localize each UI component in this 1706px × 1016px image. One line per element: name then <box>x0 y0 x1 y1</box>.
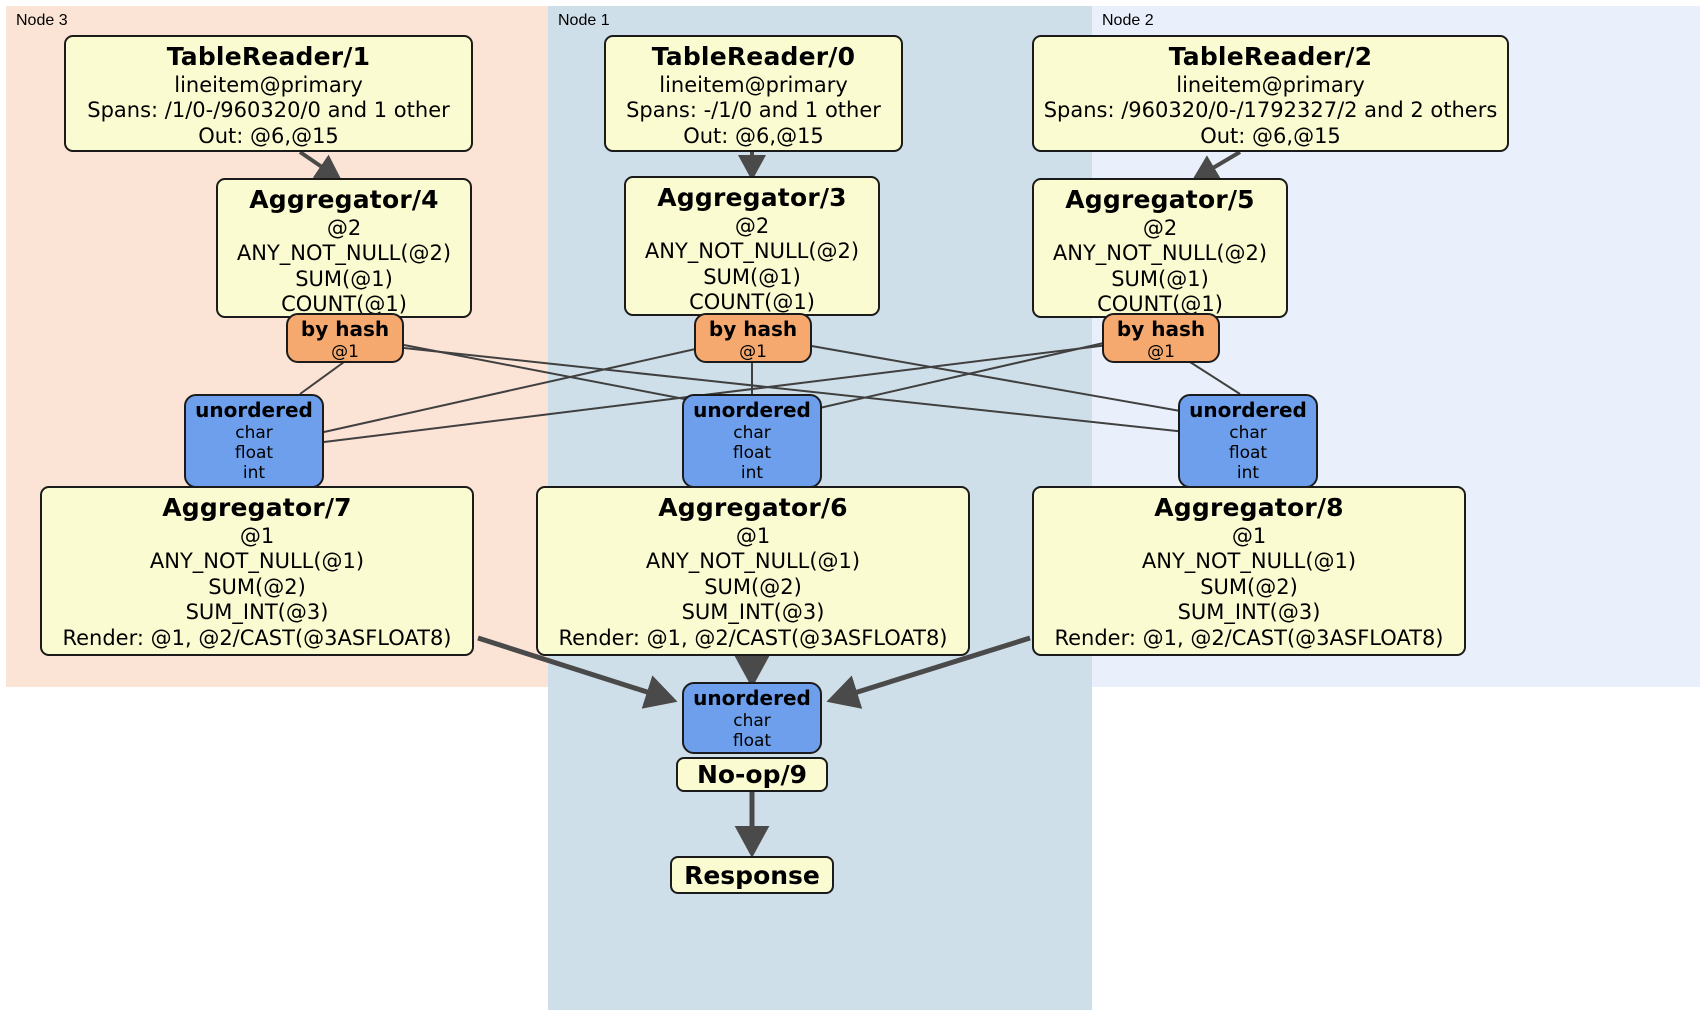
router-line: char <box>235 422 273 443</box>
processor-aggregator-4[interactable]: Aggregator/4 @2 ANY_NOT_NULL(@2) SUM(@1)… <box>216 178 472 318</box>
router-title: by hash <box>1116 317 1206 341</box>
processor-line: ANY_NOT_NULL(@1) <box>1141 549 1357 574</box>
router-line: @1 <box>739 341 767 362</box>
processor-title: TableReader/1 <box>166 42 371 71</box>
router-title: unordered <box>195 398 313 422</box>
processor-line: lineitem@primary <box>1176 72 1365 97</box>
router-line: @1 <box>1147 341 1175 362</box>
processor-aggregator-7[interactable]: Aggregator/7 @1 ANY_NOT_NULL(@1) SUM(@2)… <box>40 486 474 656</box>
router-line: float <box>234 442 274 463</box>
processor-line: @2 <box>326 215 362 240</box>
processor-noop-9[interactable]: No-op/9 <box>676 757 828 792</box>
processor-tablereader-0[interactable]: TableReader/0 lineitem@primary Spans: -/… <box>604 35 903 152</box>
router-line: char <box>733 710 771 731</box>
node-panel-label-node3: Node 3 <box>16 12 68 29</box>
processor-line: Render: @1, @2/CAST(@3ASFLOAT8) <box>62 625 452 650</box>
processor-line: SUM(@1) <box>295 266 393 291</box>
router-title: unordered <box>693 686 811 710</box>
processor-title: Response <box>684 860 820 890</box>
processor-title: Aggregator/7 <box>162 493 352 522</box>
router-line: float <box>732 730 772 751</box>
router-line: float <box>732 442 772 463</box>
router-line: char <box>733 422 771 443</box>
router-unordered-middle[interactable]: unordered char float int <box>682 394 822 488</box>
router-by-hash-middle[interactable]: by hash @1 <box>694 313 812 363</box>
node-panel-label-node2: Node 2 <box>1102 12 1154 29</box>
processor-line: SUM(@2) <box>704 574 802 599</box>
router-by-hash-left[interactable]: by hash @1 <box>286 313 404 363</box>
router-unordered-left[interactable]: unordered char float int <box>184 394 324 488</box>
processor-line: @1 <box>735 523 771 548</box>
processor-line: SUM(@1) <box>1111 266 1209 291</box>
processor-line: ANY_NOT_NULL(@2) <box>644 239 860 264</box>
processor-line: COUNT(@1) <box>1097 292 1223 317</box>
router-unordered-final[interactable]: unordered char float <box>682 682 822 754</box>
node-panel-label-node1: Node 1 <box>558 12 610 29</box>
processor-line: COUNT(@1) <box>689 290 815 315</box>
processor-line: @2 <box>1142 215 1178 240</box>
processor-aggregator-8[interactable]: Aggregator/8 @1 ANY_NOT_NULL(@1) SUM(@2)… <box>1032 486 1466 656</box>
processor-line: ANY_NOT_NULL(@1) <box>645 549 861 574</box>
router-line: int <box>1236 462 1260 483</box>
processor-line: Out: @6,@15 <box>198 123 339 148</box>
processor-line: ANY_NOT_NULL(@2) <box>1052 241 1268 266</box>
router-title: by hash <box>708 317 798 341</box>
processor-line: SUM_INT(@3) <box>185 600 329 625</box>
processor-line: @1 <box>239 523 275 548</box>
processor-title: TableReader/0 <box>651 42 856 71</box>
processor-response[interactable]: Response <box>670 856 834 894</box>
processor-line: @2 <box>734 213 770 238</box>
processor-tablereader-1[interactable]: TableReader/1 lineitem@primary Spans: /1… <box>64 35 473 152</box>
processor-aggregator-5[interactable]: Aggregator/5 @2 ANY_NOT_NULL(@2) SUM(@1)… <box>1032 178 1288 318</box>
processor-title: Aggregator/5 <box>1065 185 1255 214</box>
processor-line: lineitem@primary <box>659 72 848 97</box>
router-line: float <box>1228 442 1268 463</box>
processor-line: lineitem@primary <box>174 72 363 97</box>
processor-line: SUM_INT(@3) <box>1177 600 1321 625</box>
processor-line: @1 <box>1231 523 1267 548</box>
processor-line: Out: @6,@15 <box>683 123 824 148</box>
processor-title: Aggregator/4 <box>249 185 439 214</box>
router-unordered-right[interactable]: unordered char float int <box>1178 394 1318 488</box>
processor-line: SUM_INT(@3) <box>681 600 825 625</box>
processor-line: Spans: /1/0-/960320/0 and 1 other <box>87 98 450 123</box>
processor-line: ANY_NOT_NULL(@2) <box>236 241 452 266</box>
processor-title: Aggregator/3 <box>657 183 847 212</box>
router-title: unordered <box>1189 398 1307 422</box>
processor-line: SUM(@1) <box>703 264 801 289</box>
processor-tablereader-2[interactable]: TableReader/2 lineitem@primary Spans: /9… <box>1032 35 1509 152</box>
processor-line: COUNT(@1) <box>281 292 407 317</box>
processor-line: SUM(@2) <box>208 574 306 599</box>
router-line: int <box>242 462 266 483</box>
processor-line: Spans: /960320/0-/1792327/2 and 2 others <box>1043 98 1498 123</box>
router-line: char <box>1229 422 1267 443</box>
processor-title: Aggregator/8 <box>1154 493 1344 522</box>
router-title: unordered <box>693 398 811 422</box>
processor-line: Render: @1, @2/CAST(@3ASFLOAT8) <box>558 625 948 650</box>
processor-line: Spans: -/1/0 and 1 other <box>626 98 881 123</box>
processor-line: SUM(@2) <box>1200 574 1298 599</box>
router-title: by hash <box>300 317 390 341</box>
router-line: @1 <box>331 341 359 362</box>
processor-line: ANY_NOT_NULL(@1) <box>149 549 365 574</box>
router-by-hash-right[interactable]: by hash @1 <box>1102 313 1220 363</box>
processor-title: Aggregator/6 <box>658 493 848 522</box>
processor-line: Render: @1, @2/CAST(@3ASFLOAT8) <box>1054 625 1444 650</box>
processor-aggregator-3[interactable]: Aggregator/3 @2 ANY_NOT_NULL(@2) SUM(@1)… <box>624 176 880 316</box>
processor-title: No-op/9 <box>696 760 808 789</box>
processor-line: Out: @6,@15 <box>1200 123 1341 148</box>
router-line: int <box>740 462 764 483</box>
processor-title: TableReader/2 <box>1168 42 1373 71</box>
processor-aggregator-6[interactable]: Aggregator/6 @1 ANY_NOT_NULL(@1) SUM(@2)… <box>536 486 970 656</box>
